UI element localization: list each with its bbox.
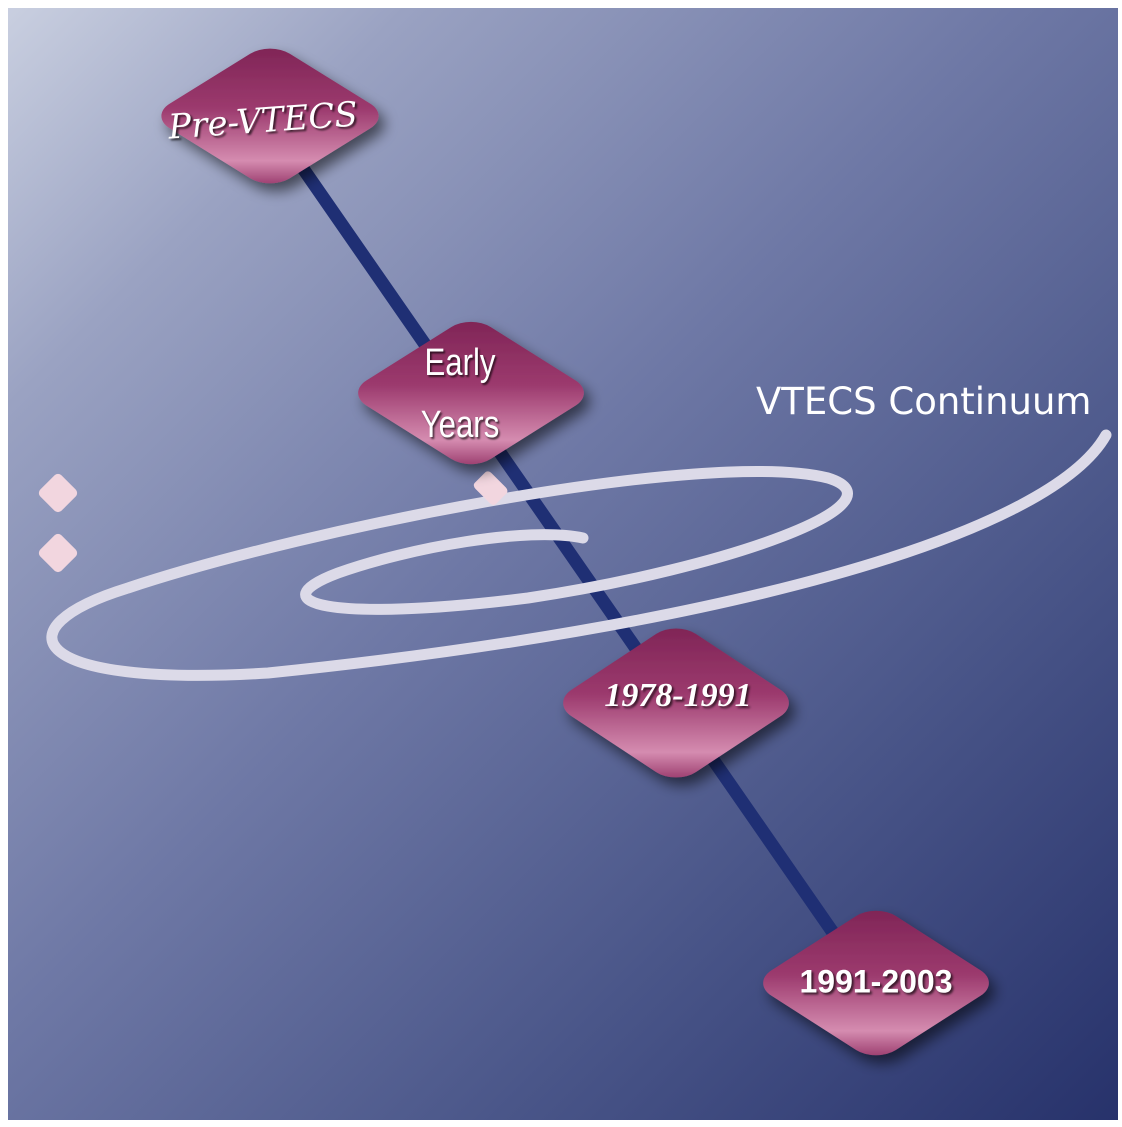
timeline-node-1978-1991 (563, 628, 789, 778)
timeline-graphic (38, 48, 1112, 1056)
diagram-title: VTECS Continuum (756, 380, 1092, 423)
decorative-square (473, 471, 508, 505)
timeline-diagram: Pre-VTECS Early Years 1978-1991 1991-200… (8, 8, 1118, 1120)
decorative-squares (38, 471, 508, 573)
decorative-square (38, 533, 78, 573)
timeline-node-pre-vtecs (161, 48, 379, 184)
node-label-1978-1991: 1978-1991 (604, 677, 752, 714)
decorative-square (38, 473, 78, 513)
continuum-swirl (46, 429, 1112, 681)
timeline-connector (261, 111, 875, 990)
node-label-1991-2003: 1991-2003 (799, 963, 953, 1000)
node-label-early-years: Early Years (415, 332, 505, 456)
timeline-node-early-years (358, 321, 584, 465)
timeline-node-1991-2003 (763, 910, 989, 1056)
node-label-early-years-text: Early Years (420, 342, 500, 446)
